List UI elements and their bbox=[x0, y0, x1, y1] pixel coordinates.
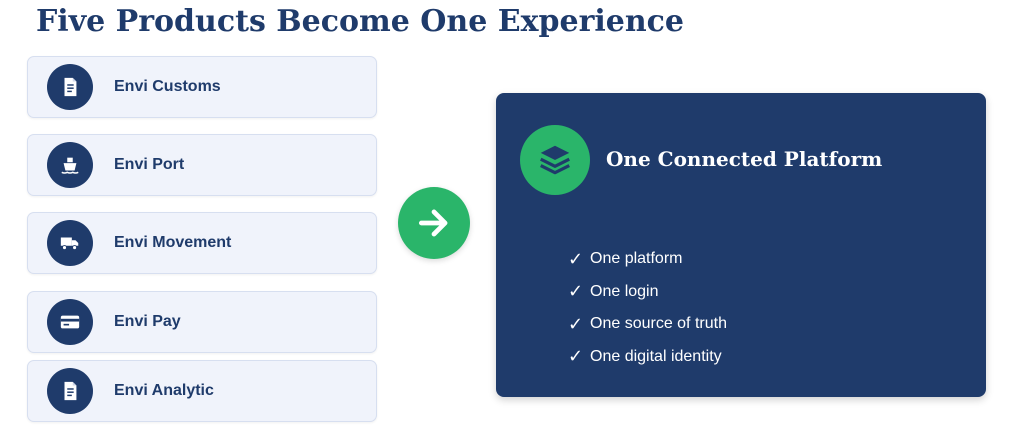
benefit-label: One platform bbox=[590, 250, 683, 268]
arrow-button bbox=[398, 187, 470, 259]
platform-title: One Connected Platform bbox=[606, 147, 883, 171]
list-item: ✓ One platform bbox=[568, 243, 727, 276]
ship-icon bbox=[47, 142, 93, 188]
document-icon bbox=[47, 368, 93, 414]
product-label: Envi Customs bbox=[114, 78, 221, 95]
platform-panel: One Connected Platform ✓ One platform ✓ … bbox=[496, 93, 986, 397]
product-label: Envi Analytic bbox=[114, 382, 214, 399]
truck-icon bbox=[47, 220, 93, 266]
check-icon: ✓ bbox=[568, 248, 584, 270]
check-icon: ✓ bbox=[568, 313, 584, 335]
check-icon: ✓ bbox=[568, 346, 584, 368]
list-item: ✓ One source of truth bbox=[568, 308, 727, 341]
benefits-list: ✓ One platform ✓ One login ✓ One source … bbox=[568, 243, 727, 373]
arrow-right-icon bbox=[418, 209, 448, 237]
product-label: Envi Port bbox=[114, 156, 185, 173]
benefit-label: One login bbox=[590, 282, 659, 300]
check-icon: ✓ bbox=[568, 281, 584, 303]
product-card-envi-pay[interactable]: Envi Pay bbox=[27, 291, 377, 353]
benefit-label: One digital identity bbox=[590, 347, 722, 365]
list-item: ✓ One login bbox=[568, 276, 727, 309]
product-card-envi-customs[interactable]: Envi Customs bbox=[27, 56, 377, 118]
credit-card-icon bbox=[47, 299, 93, 345]
product-card-envi-movement[interactable]: Envi Movement bbox=[27, 212, 377, 274]
document-icon bbox=[47, 64, 93, 110]
product-card-envi-port[interactable]: Envi Port bbox=[27, 134, 377, 196]
product-label: Envi Movement bbox=[114, 234, 232, 251]
page-title: Five Products Become One Experience bbox=[36, 4, 685, 39]
benefit-label: One source of truth bbox=[590, 315, 727, 333]
list-item: ✓ One digital identity bbox=[568, 341, 727, 374]
product-card-envi-analytic[interactable]: Envi Analytic bbox=[27, 360, 377, 422]
layers-icon bbox=[520, 125, 590, 195]
product-label: Envi Pay bbox=[114, 313, 181, 330]
